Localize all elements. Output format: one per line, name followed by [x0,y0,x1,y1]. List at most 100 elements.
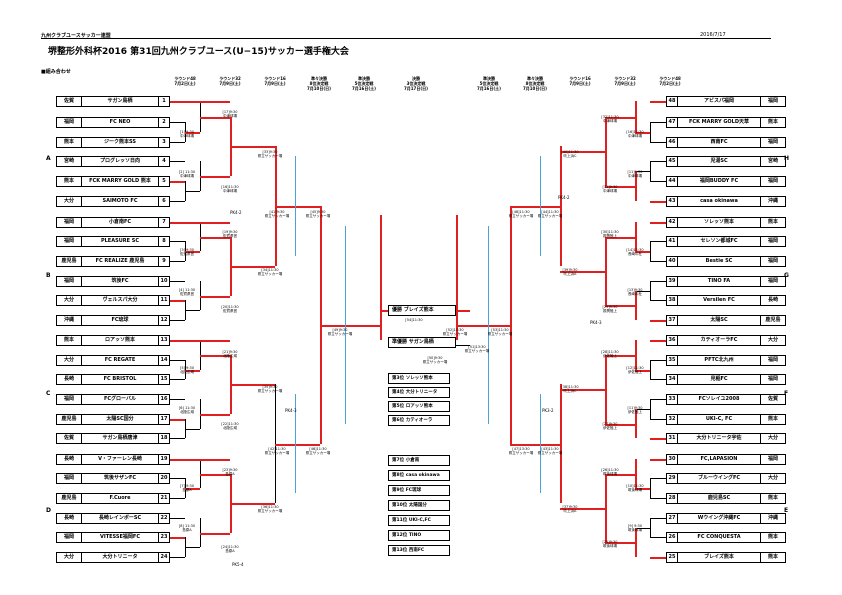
match-label: [7] 9:30 島原A [180,484,194,492]
match-label: [23]9:30 島原A [222,468,238,476]
bracket-line [170,300,185,302]
bracket-line [605,473,607,543]
bracket-line [635,171,637,201]
team-name: 筑後サザンFC [103,475,137,481]
team-prefecture: 大分 [57,553,82,562]
team-prefecture: 福岡 [57,218,82,227]
team-name: ソレッソ熊本 [703,219,734,225]
team-name: FC CONQUESTA [697,534,741,540]
team-prefecture: 福岡 [760,177,785,186]
team-prefecture: 鹿児島 [57,257,82,266]
team-number: 36 [667,336,678,345]
bracket-line [170,101,230,103]
team-prefecture: 宮崎 [57,157,82,166]
bracket-line [185,310,200,311]
team-prefecture: 福岡 [57,533,82,542]
team-prefecture: 福岡 [760,97,785,106]
bracket-line [650,281,666,282]
team-prefecture: 福岡 [760,138,785,147]
bracket-line [295,156,296,256]
bracket-line [185,191,200,192]
team-name: ジーク熊本SS [104,139,136,145]
match-label: [10]11:30 筑後球場 [626,484,644,492]
bracket-line [605,116,607,186]
round-header-left: 準々決勝 8位決定戦 7月10日(日) [306,76,331,91]
bracket-line [200,176,230,178]
team-name: FC琉球 [111,317,129,323]
bracket-line [650,537,666,538]
bracket-line [650,320,666,322]
match-label: [5] 9:30 北陸広域 [180,366,194,374]
team-name: Versilen FC [703,297,735,303]
team-prefecture: 熊本 [57,336,82,345]
match-label: [11]9:30 中津球場 [627,170,643,178]
bracket-line [650,379,666,380]
placement-box: 第9位 FC琉球 [388,485,450,496]
bracket-line [650,360,666,361]
bracket-line [605,305,635,308]
team-prefecture: 福岡 [57,474,82,483]
team-prefecture: 佐賀 [760,395,785,404]
bracket-line [650,419,666,420]
team-prefecture: 鹿児島 [760,316,785,325]
match-label: [30]11:30 振興陸上 [601,230,619,238]
bracket-line [635,459,637,488]
bracket-line [635,488,650,490]
team-name: ブルーウイングFC [697,475,741,481]
match-label: [2] 11:30 中津球場 [178,170,196,178]
group-letter: A [46,155,51,162]
match-label: [36]11:30 県立サッカー場 [257,505,283,513]
team-name: 見稲FC [710,376,728,382]
bracket-line [650,241,666,242]
match-label: [31]9:30 中津球場 [602,185,618,193]
group-letter: E [784,507,789,514]
team-name: 大分トリニータ [102,554,138,560]
team-number: 13 [158,336,169,345]
bracket-line [635,290,650,292]
team-number: 3 [158,138,169,147]
group-letter: H [784,155,790,162]
match-label: [41]9:30 県立サッカー場 [264,210,290,218]
match-label: [22]11:30 北陸広域 [221,422,239,430]
bracket-line [456,345,470,346]
match-label: [45]9:30 県立サッカー場 [305,210,331,218]
placement-box: 第10位 太陽国分 [388,500,450,511]
bracket-line [230,384,275,387]
bracket-line [185,547,200,548]
team-prefecture: 佐賀 [57,434,82,443]
round-header-right: ラウンド32 7月9日(土) [614,76,636,86]
team-number: 43 [667,197,678,206]
bracket-line [650,201,666,203]
team-number: 33 [667,395,678,404]
team-prefecture: 福岡 [57,277,82,286]
match-label: [25]9:30 筑後球場 [602,540,618,548]
bracket-line [170,518,185,519]
bracket-line [635,340,637,370]
team-number: 24 [158,553,169,562]
bracket-line [200,413,230,416]
team-prefecture: 福岡 [760,257,785,266]
team-number: 8 [158,237,169,246]
round-header-right: 準決勝 5位決定戦 7月16日(土) [476,76,501,91]
bracket-line [650,478,651,498]
bracket-line [650,518,666,519]
match-label: [3] 9:30 佐賀県営 [180,248,194,256]
bracket-line [635,369,650,372]
team-prefecture: 福岡 [760,455,785,464]
bracket-line [380,215,382,340]
match-label: [27]9:30 伊佐陸上 [602,422,618,430]
placement-box: 第12位 TINO [388,530,450,541]
team-name: FC REGATE [104,357,136,363]
